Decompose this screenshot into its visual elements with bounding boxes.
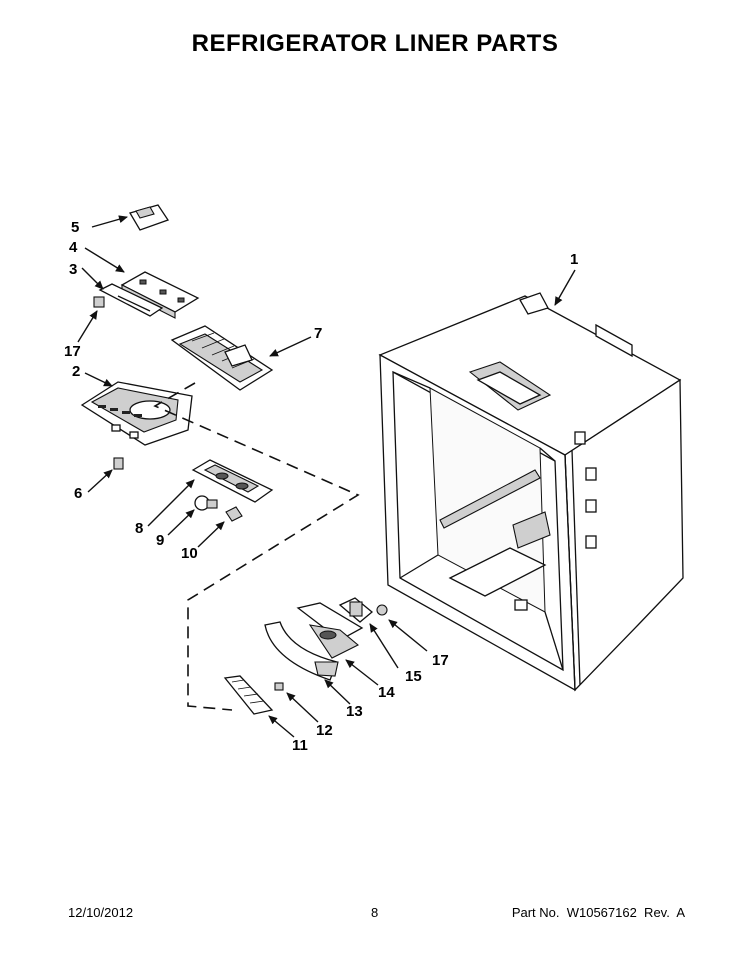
arrow-part-12 [286, 692, 319, 723]
socket-part-10 [225, 506, 243, 522]
arrow-part-17-lower [388, 619, 428, 652]
arrow-part-15 [369, 623, 399, 669]
screw-part-17-upper [93, 296, 105, 308]
arrow-part-8 [147, 479, 195, 527]
callout-1: 1 [570, 251, 578, 268]
arrow-part-1 [554, 269, 576, 306]
callout-17-upper: 17 [64, 343, 81, 360]
callout-15: 15 [405, 668, 422, 685]
arrow-part-2 [84, 372, 113, 387]
page-title: REFRIGERATOR LINER PARTS [191, 30, 559, 57]
arrow-part-9 [167, 509, 195, 536]
footer-part-number: Part No. W10567162 Rev. A [511, 905, 685, 920]
clip-part-6 [113, 457, 124, 470]
arrow-part-13 [324, 679, 351, 705]
arrow-part-4 [84, 247, 125, 273]
callout-6: 6 [74, 485, 82, 502]
arrow-part-7 [269, 336, 312, 357]
callout-2: 2 [72, 363, 80, 380]
callout-arrows [77, 215, 576, 738]
bracket-part-5 [129, 204, 170, 231]
control-panel-part-2 [80, 381, 193, 446]
dispenser-housing-part-14 [296, 602, 364, 659]
water-valve-part-15 [338, 597, 374, 623]
footer-page-number: 8 [371, 905, 379, 920]
callout-9: 9 [156, 532, 164, 549]
callout-13: 13 [346, 703, 363, 720]
callout-3: 3 [69, 261, 77, 278]
callout-5: 5 [71, 219, 79, 236]
light-cover-part-7 [170, 325, 274, 391]
lamp-socket-housing-part-8 [191, 459, 274, 503]
callout-10: 10 [181, 545, 198, 562]
callout-8: 8 [135, 520, 143, 537]
assembly-dashed-line [153, 382, 360, 711]
arrow-part-10 [197, 521, 225, 548]
liner-part-1 [378, 292, 684, 692]
footer-date: 12/10/2012 [68, 905, 134, 920]
arrow-part-6 [87, 469, 113, 493]
drip-tray-part-11 [223, 675, 274, 715]
callout-14: 14 [378, 684, 395, 701]
screw-part-12 [274, 682, 284, 691]
dispenser-cover-part-13 [264, 621, 339, 681]
callout-11: 11 [292, 737, 308, 754]
arrow-part-3 [81, 267, 104, 290]
control-board-part-3 [98, 283, 164, 317]
arrow-part-11 [268, 715, 295, 738]
arrow-part-14 [345, 659, 379, 686]
callout-4: 4 [69, 239, 78, 256]
light-bulb-part-9 [194, 495, 218, 511]
callout-17-lower: 17 [432, 652, 449, 669]
arrow-part-17-upper [77, 310, 98, 343]
arrow-part-5 [91, 215, 128, 228]
screw-part-17-lower [376, 604, 388, 616]
callout-7: 7 [314, 325, 322, 342]
callout-12: 12 [316, 722, 333, 739]
